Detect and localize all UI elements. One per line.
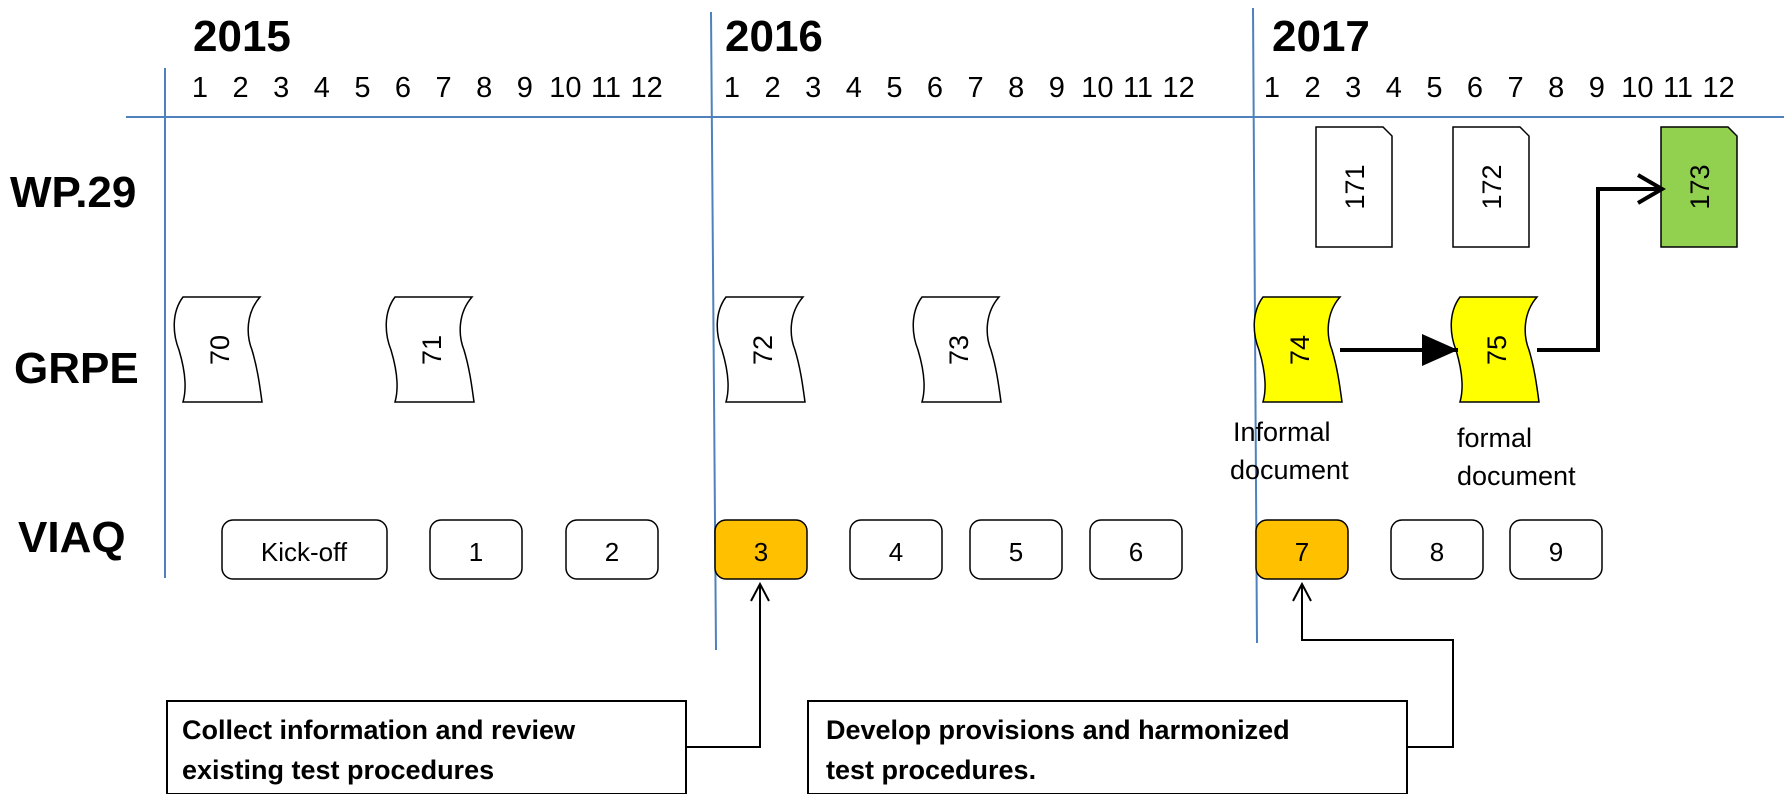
arrow-173-head	[1636, 173, 1666, 205]
month-label: 7	[968, 72, 984, 104]
grpe-session-label: 70	[205, 335, 235, 365]
month-label: 1	[724, 72, 740, 104]
viaq-meeting-label: 8	[1430, 537, 1444, 567]
grpe-session-label: 74	[1285, 335, 1315, 365]
month-label: 12	[630, 72, 662, 104]
grpe-session-74: 74	[1253, 296, 1343, 403]
month-label: 5	[1426, 72, 1442, 104]
month-label: 3	[273, 72, 289, 104]
month-label: 1	[1264, 72, 1280, 104]
row-label-viaq: VIAQ	[18, 513, 126, 562]
grpe-session-71: 71	[385, 296, 475, 403]
viaq-meeting-label: 6	[1129, 537, 1143, 567]
month-label: 6	[395, 72, 411, 104]
viaq-meeting-kickoff: Kick-off	[221, 519, 388, 580]
callout-right-connector	[1301, 584, 1454, 748]
viaq-meeting-2: 2	[565, 519, 659, 580]
grpe-session-70: 70	[173, 296, 263, 403]
viaq-meeting-label: 5	[1009, 537, 1023, 567]
wp29-doc-label: 172	[1477, 164, 1507, 209]
month-label: 8	[1548, 72, 1564, 104]
month-label: 10	[549, 72, 581, 104]
month-label: 3	[1345, 72, 1361, 104]
viaq-meeting-4: 4	[849, 519, 943, 580]
month-label: 8	[476, 72, 492, 104]
month-label: 5	[886, 72, 902, 104]
wp29-doc-label: 173	[1685, 164, 1715, 209]
grpe-note-formal-line2: document	[1457, 461, 1576, 491]
viaq-meeting-7: 7	[1255, 519, 1349, 580]
grpe-note-informal-line1: Informal	[1233, 417, 1331, 447]
grpe-session-72: 72	[716, 296, 806, 403]
month-label: 11	[1123, 72, 1153, 104]
callout-collect-information: Collect information and review existing …	[166, 700, 687, 794]
month-label: 7	[436, 72, 452, 104]
viaq-meeting-label: Kick-off	[261, 537, 348, 567]
viaq-meeting-3: 3	[714, 519, 808, 580]
month-label: 5	[354, 72, 370, 104]
viaq-meeting-label: 4	[889, 537, 903, 567]
viaq-meeting-label: 7	[1295, 537, 1309, 567]
month-label: 2	[233, 72, 249, 104]
viaq-meeting-label: 9	[1549, 537, 1563, 567]
month-label: 10	[1081, 72, 1113, 104]
viaq-meeting-9: 9	[1509, 519, 1603, 580]
month-label: 4	[1386, 72, 1402, 104]
callout-right-line2: test procedures.	[826, 755, 1036, 785]
viaq-meeting-1: 1	[429, 519, 523, 580]
month-label: 9	[517, 72, 533, 104]
month-label: 2	[765, 72, 781, 104]
month-label: 9	[1049, 72, 1065, 104]
month-label: 12	[1162, 72, 1194, 104]
viaq-meeting-5: 5	[969, 519, 1063, 580]
callout-left-connector	[686, 584, 761, 748]
callout-left-line2: existing test procedures	[182, 755, 494, 785]
month-label: 12	[1702, 72, 1734, 104]
viaq-meeting-6: 6	[1089, 519, 1183, 580]
month-label: 10	[1621, 72, 1653, 104]
row-label-grpe: GRPE	[14, 344, 139, 393]
arrow-75-to-173	[1537, 187, 1659, 352]
viaq-meeting-8: 8	[1390, 519, 1484, 580]
month-label: 7	[1508, 72, 1524, 104]
viaq-meeting-label: 3	[754, 537, 768, 567]
month-label: 11	[1663, 72, 1693, 104]
grpe-session-label: 72	[748, 335, 778, 365]
month-label: 11	[591, 72, 621, 104]
wp29-doc-172: 172	[1452, 126, 1530, 248]
month-label: 9	[1589, 72, 1605, 104]
grpe-note-formal-line1: formal	[1457, 423, 1532, 453]
grpe-session-73: 73	[912, 296, 1002, 403]
month-label: 4	[314, 72, 330, 104]
month-label: 6	[927, 72, 943, 104]
viaq-meeting-label: 2	[605, 537, 619, 567]
callout-left-arrowhead	[750, 581, 770, 602]
wp29-doc-173: 173	[1660, 126, 1738, 248]
month-label: 4	[846, 72, 862, 104]
grpe-session-75: 75	[1450, 296, 1540, 403]
month-label: 8	[1008, 72, 1024, 104]
month-label: 3	[805, 72, 821, 104]
month-label: 2	[1305, 72, 1321, 104]
month-label: 1	[192, 72, 208, 104]
grpe-session-label: 75	[1482, 335, 1512, 365]
year-label-2017: 2017	[1272, 12, 1370, 61]
year-label-2015: 2015	[193, 12, 291, 61]
callout-right-line1: Develop provisions and harmonized	[826, 715, 1290, 745]
viaq-meeting-label: 1	[469, 537, 483, 567]
callout-develop-provisions: Develop provisions and harmonized test p…	[807, 700, 1408, 794]
grpe-note-informal-line2: document	[1230, 455, 1349, 485]
callout-left-line1: Collect information and review	[182, 715, 576, 745]
row-label-wp29: WP.29	[10, 168, 136, 217]
callout-right-arrowhead	[1292, 581, 1312, 602]
grpe-session-label: 71	[417, 335, 447, 365]
wp29-doc-label: 171	[1340, 164, 1370, 209]
month-label: 6	[1467, 72, 1483, 104]
wp29-doc-171: 171	[1315, 126, 1393, 248]
grpe-session-label: 73	[944, 335, 974, 365]
year-label-2016: 2016	[725, 12, 823, 61]
